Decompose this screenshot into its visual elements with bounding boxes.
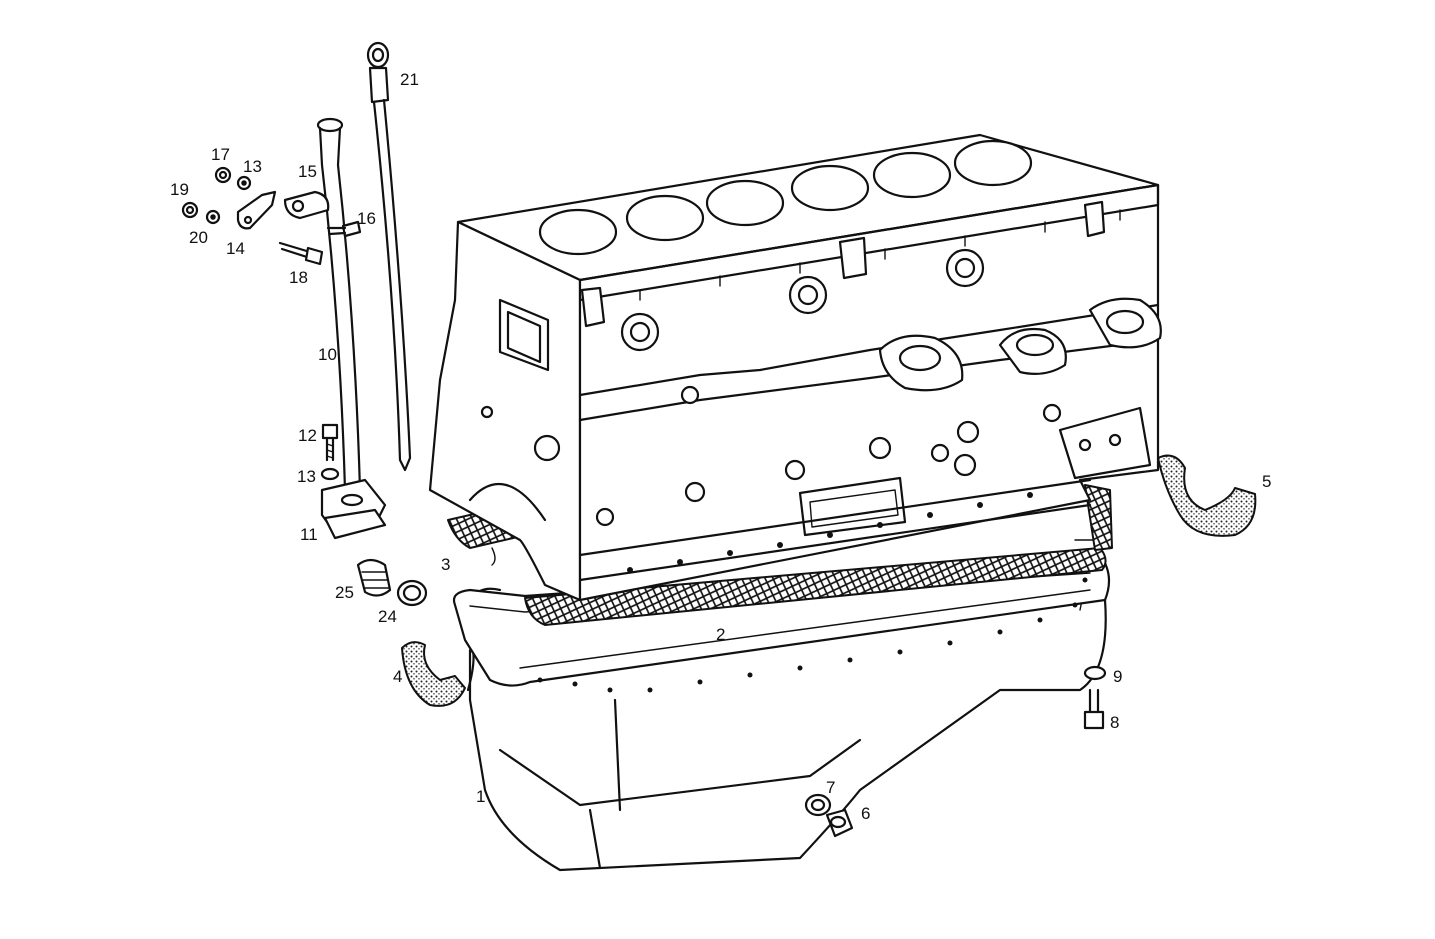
callout-11: 11 [300,525,318,544]
callout-10: 10 [318,345,337,364]
callout-13-upper: 13 [243,157,262,176]
washer-13-lower [320,467,340,481]
dipstick [366,41,412,472]
ring-24 [396,579,428,607]
callout-4: 4 [393,667,402,686]
callout-21: 21 [400,70,419,89]
callout-24: 24 [378,607,397,626]
washer-9 [1083,665,1107,681]
drain-washer-7 [804,793,832,817]
callout-8: 8 [1110,713,1119,732]
callout-7: 7 [826,778,835,797]
callout-25: 25 [335,583,354,602]
callout-16: 16 [357,209,376,228]
callout-19: 19 [170,180,189,199]
core-plugs [620,248,985,352]
bracket-15 [283,190,330,220]
callout-17: 17 [211,145,230,164]
bolt-16 [326,220,362,238]
callout-13-lower: 13 [297,467,316,486]
callout-18: 18 [289,268,308,287]
tube-gasket-11 [323,508,387,540]
washer-13-upper [236,175,252,191]
callout-9: 9 [1113,667,1122,686]
seal-25 [356,558,392,597]
bolt-18 [278,241,324,266]
nut-19 [181,201,199,219]
callout-2: 2 [716,625,725,644]
callout-12: 12 [298,426,317,445]
bracket-14 [236,190,277,230]
engine-block [428,133,1162,602]
callout-20: 20 [189,228,208,247]
callout-14: 14 [226,239,245,258]
callout-3: 3 [441,555,450,574]
rear-main-seal-carrier [1157,454,1257,537]
front-main-seal-carrier [401,641,466,707]
callout-5: 5 [1262,472,1271,491]
bosses [595,297,1162,527]
drain-plug-6 [825,808,854,838]
callout-labels: 1 2 3 4 5 6 7 8 9 10 11 12 13 13 14 15 1… [170,70,1271,823]
callout-15: 15 [298,162,317,181]
bolt-12 [321,423,339,462]
washer-20 [205,209,221,225]
nut-17 [214,166,232,184]
bolt-8 [1083,688,1105,730]
callout-6: 6 [861,804,870,823]
callout-1: 1 [476,787,485,806]
